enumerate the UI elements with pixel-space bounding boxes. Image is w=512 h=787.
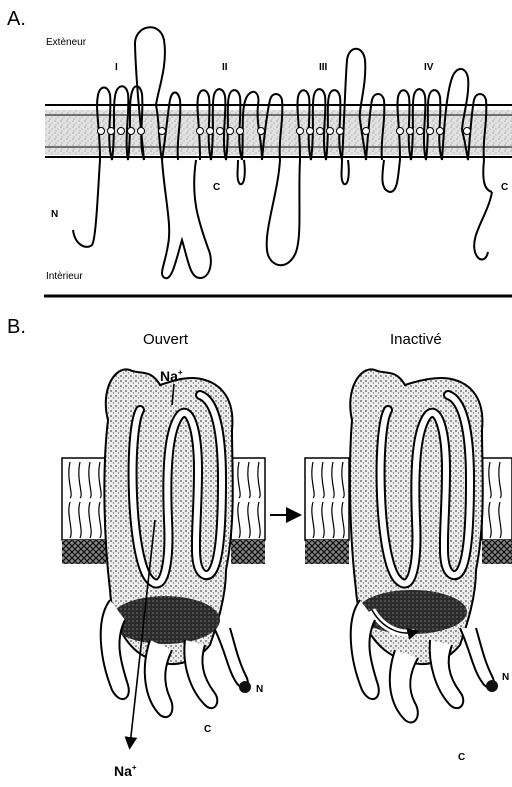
inside-label: Intèrieur — [46, 271, 83, 282]
open-c-terminus-label: C — [204, 724, 211, 735]
open-n-terminus-label: N — [256, 684, 263, 695]
domain-label-2: II — [222, 62, 228, 73]
lipid-bilayer-right-2 — [482, 458, 512, 564]
inactivated-channel-drawing — [305, 369, 512, 722]
c-terminus-label-edge: C — [501, 182, 508, 193]
panel-b-label: B. — [7, 316, 26, 338]
panel-a-label: A. — [7, 8, 26, 30]
domain-label-1: I — [115, 62, 118, 73]
inactivated-state-title: Inactivé — [390, 331, 442, 348]
outside-label: Extèneur — [46, 37, 87, 48]
open-state-title: Ouvert — [143, 331, 189, 348]
inactivated-n-terminus-label: N — [502, 672, 509, 683]
inactivated-c-terminus-label: C — [458, 752, 465, 763]
na-ion-bottom-label: Na+ — [114, 763, 137, 779]
lipid-bilayer-right-small — [231, 458, 265, 564]
c-terminus-label-inner: C — [213, 182, 220, 193]
lipid-bilayer-left-2 — [305, 458, 349, 564]
n-terminus-label: N — [51, 209, 58, 220]
lipid-bilayer-left — [62, 458, 106, 564]
domain-label-3: III — [319, 62, 328, 73]
open-channel-drawing — [62, 369, 265, 745]
intracellular-loops — [73, 160, 492, 278]
domain-label-4: IV — [424, 62, 434, 73]
